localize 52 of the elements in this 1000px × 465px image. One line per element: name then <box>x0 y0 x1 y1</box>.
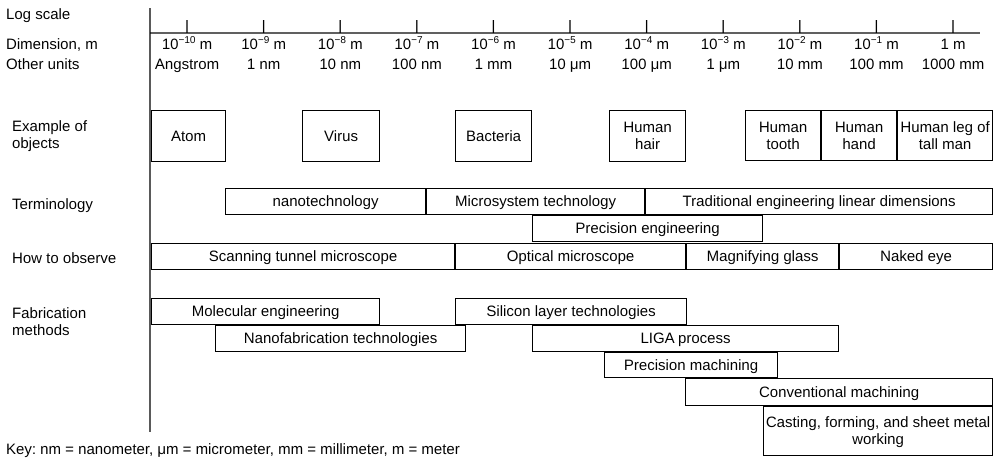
tick-label: 10$^{−4}$ m <box>624 36 669 53</box>
tick-label: 10$^{−2}$ m <box>777 36 822 53</box>
tick-label: 10$^{−9}$ m <box>241 36 286 53</box>
range-bar: LIGA process <box>532 325 839 352</box>
range-bar: Precision machining <box>604 352 778 378</box>
tick-label: 100 mm <box>849 56 904 73</box>
range-bar: Nanofabrication technologies <box>215 325 466 352</box>
tick-label: 10 mm <box>776 56 823 73</box>
range-bar: Conventional machining <box>685 378 993 406</box>
tick-label: 10$^{−7}$ m <box>394 36 440 53</box>
range-bar: nanotechnology <box>225 188 426 215</box>
range-bar: Optical microscope <box>455 243 686 270</box>
tick-label: 10$^{−1}$ m <box>854 36 899 53</box>
object-box: Bacteria <box>455 110 532 162</box>
row-header: How to observe <box>12 250 118 267</box>
object-box: Human tooth <box>745 110 821 161</box>
tick-label: 10$^{−8}$ m <box>318 36 363 53</box>
tick-label: 10$^{−3}$ m <box>700 36 746 53</box>
row-header: Other units <box>6 56 80 73</box>
key-note: Key: nm = nanometer, μm = micrometer, mm = millimeter, m = meter <box>6 441 460 458</box>
tick-label: 10 nm <box>319 56 362 73</box>
range-bar: Scanning tunnel microscope <box>151 243 455 270</box>
object-box: Virus <box>302 110 380 162</box>
range-bar: Casting, forming, and sheet metal working <box>763 406 993 456</box>
tick-label: 100 μm <box>621 56 672 73</box>
range-bar: Traditional engineering linear dimensions <box>645 188 993 215</box>
row-header: Log scale <box>6 6 70 23</box>
range-bar: Naked eye <box>839 243 993 270</box>
tick-label: Angstrom <box>154 56 220 73</box>
object-box: Atom <box>151 110 226 162</box>
tick-label: 1 nm <box>246 56 280 73</box>
tick-label: 10$^{−10}$ m <box>162 36 212 53</box>
tick-label: 1000 mm <box>922 56 984 73</box>
object-box: Human leg of tall man <box>897 110 993 161</box>
range-bar: Molecular engineering <box>151 298 380 325</box>
tick-label: 1 m <box>940 36 966 53</box>
row-header: Dimension, m <box>6 36 98 53</box>
object-box: Human hair <box>609 110 686 162</box>
tick-label: 1 μm <box>706 56 740 73</box>
tick-label: 100 nm <box>392 56 442 73</box>
object-box: Human hand <box>821 110 897 161</box>
range-bar: Precision engineering <box>532 215 763 242</box>
tick-label: 10 μm <box>549 56 591 73</box>
range-bar: Microsystem technology <box>426 188 645 215</box>
range-bar: Silicon layer technologies <box>455 298 687 325</box>
tick-label: 10$^{−6}$ m <box>471 36 516 53</box>
row-header: Fabrication methods <box>12 305 88 339</box>
tick-label: 1 mm <box>474 56 512 73</box>
row-header: Terminology <box>12 196 94 213</box>
row-header: Example of objects <box>12 118 88 152</box>
range-bar: Magnifying glass <box>686 243 839 270</box>
tick-label: 10$^{−5}$ m <box>548 36 592 53</box>
